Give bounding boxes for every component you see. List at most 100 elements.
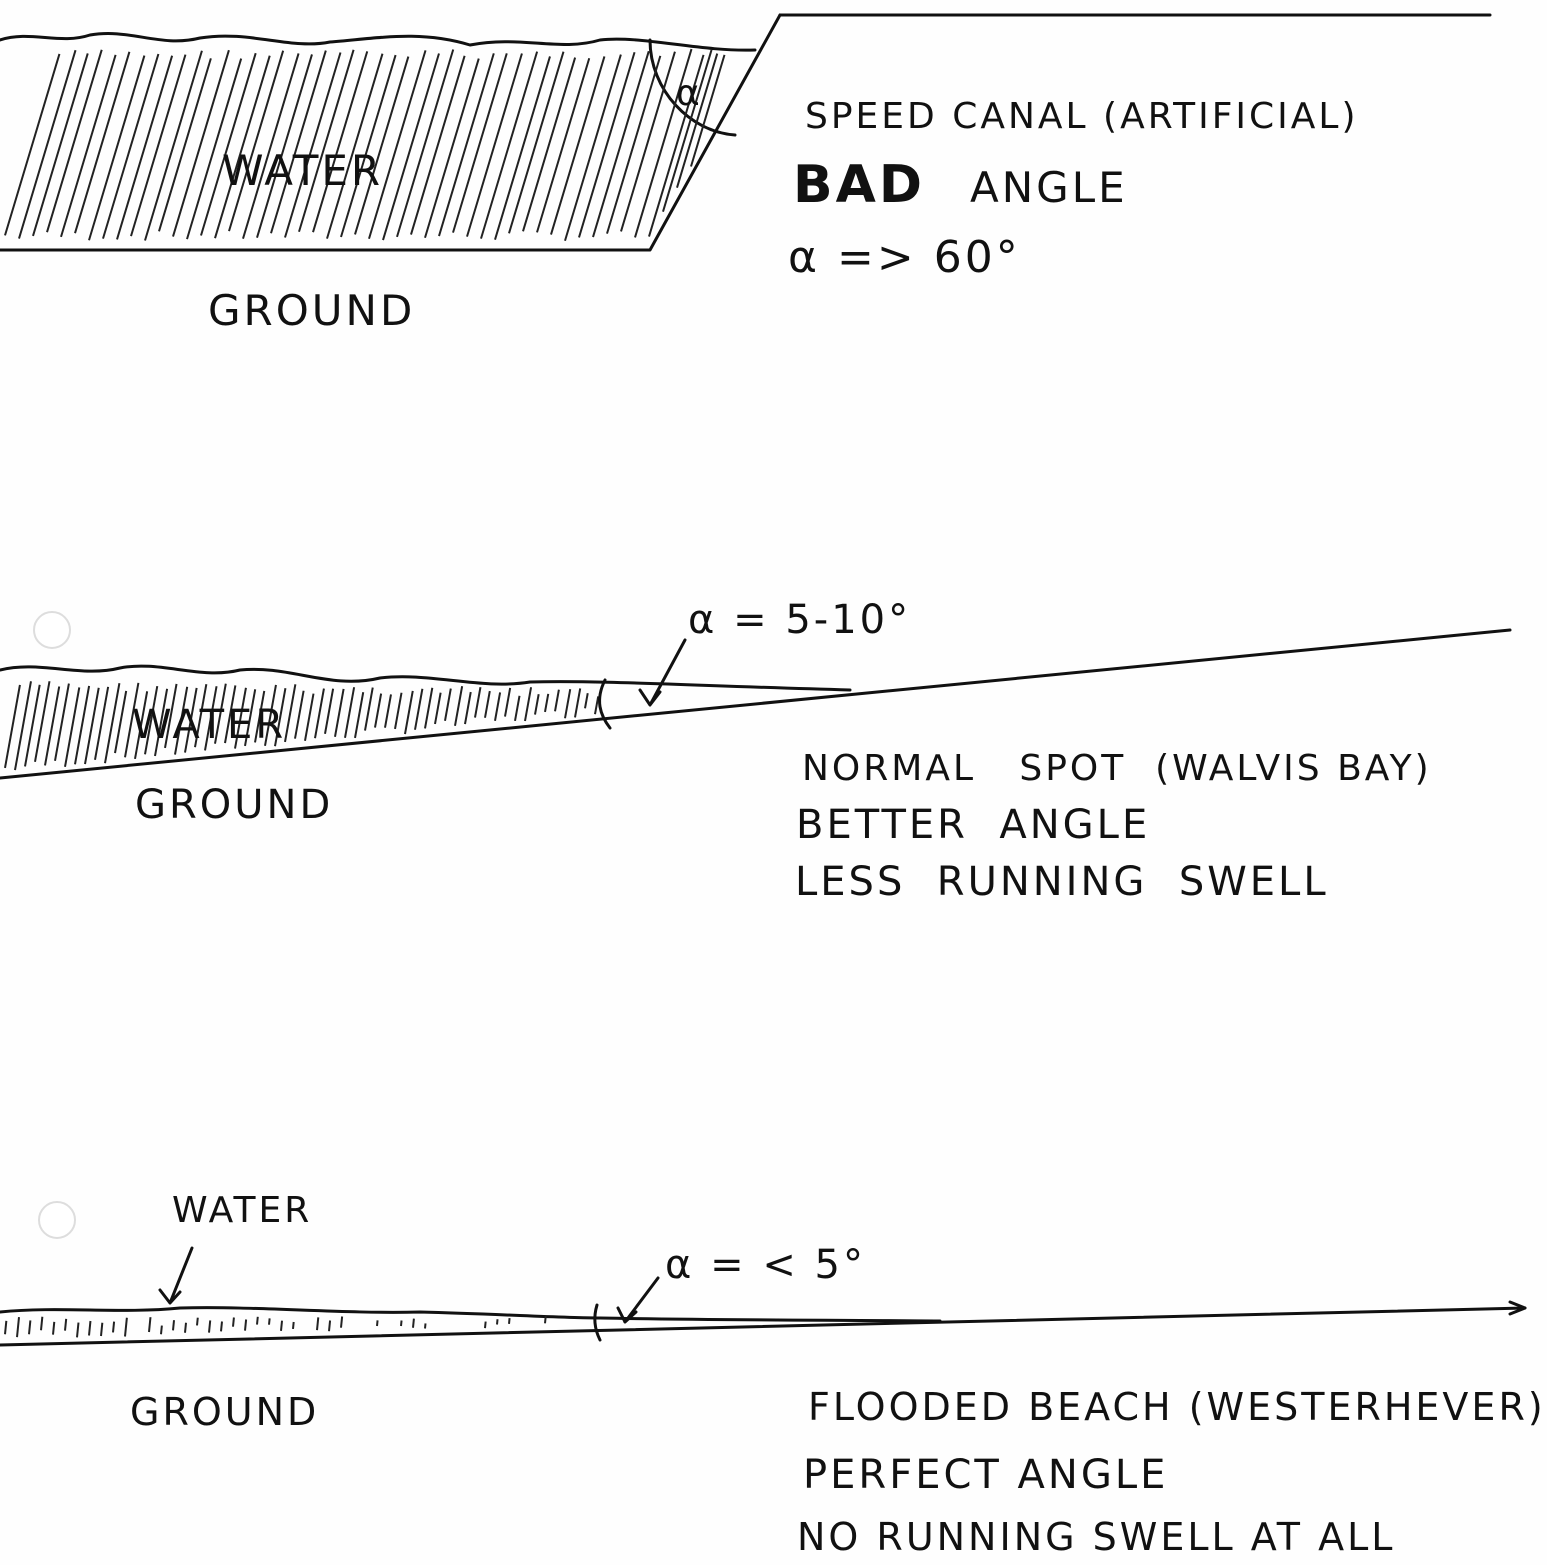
hatch-stroke [606,55,662,234]
hatch-stroke [274,687,287,747]
hatch-stroke [374,693,383,728]
hatch-stroke [594,696,600,715]
hatch-stroke [200,52,257,236]
hatch-stroke [228,50,285,232]
hatch-stroke [662,49,713,212]
hatch-stroke [326,53,384,239]
panel-normal-spot: α = 5-10° WATER GROUND NORMAL SPOT (WALV… [0,597,1512,905]
hatch-stroke [496,1319,499,1325]
hatch-stroke [214,55,271,239]
hatch-stroke [64,687,81,768]
normal-ground-line [0,628,1512,780]
hatch-stroke [344,687,356,739]
hatch-stroke [340,54,397,238]
hatch-stroke [124,1317,128,1337]
hatch-stroke [88,1320,92,1336]
hatch-stroke [196,1317,199,1326]
normal-angle-arrow [638,638,687,707]
flooded-water-hatching [4,1315,547,1338]
hatch-stroke [40,1316,44,1331]
hatch-stroke [536,57,591,233]
canal-ground-label: GROUND [208,286,415,335]
canal-note-title: SPEED CANAL (ARTIFICIAL) [805,96,1359,137]
hatch-stroke [454,685,464,726]
hatch-stroke [172,1320,176,1331]
hatch-stroke [634,48,693,238]
hatch-stroke [114,690,128,754]
hatch-stroke [578,51,636,238]
hatch-stroke [384,694,392,728]
normal-water-surface [0,664,852,692]
hatch-stroke [28,1320,32,1335]
hatch-stroke [592,50,650,238]
hatch-stroke [74,51,131,234]
hatch-stroke [304,693,315,742]
hatch-stroke [234,687,247,749]
hatch-stroke [364,687,374,731]
hatch-stroke [214,683,227,744]
hatch-stroke [294,690,305,739]
canal-water-label: WATER [222,146,383,195]
panel-speed-canal: α WATER GROUND SPEED CANAL (ARTIFICIAL) … [0,13,1492,335]
hatch-stroke [424,687,434,729]
hatch-stroke [268,1318,271,1325]
hatch-stroke [164,683,178,749]
hatch-stroke [264,684,277,746]
hatch-stroke [544,693,550,713]
hatch-stroke [284,684,297,743]
normal-note-1: NORMAL SPOT (WALVIS BAY) [802,748,1432,789]
hatch-stroke [324,688,335,734]
hatch-stroke [584,692,589,709]
hatch-stroke [254,690,266,743]
flooded-angle-arc [593,1303,602,1342]
canal-note-angle: ANGLE [970,163,1128,212]
hatch-stroke [32,53,89,237]
hatch-stroke [484,690,491,718]
hatch-stroke [424,1323,427,1329]
hatch-stroke [484,1321,487,1329]
binder-hole-bottom [38,1201,76,1239]
flooded-note-1: FLOODED BEACH (WESTERHEVER) [808,1385,1546,1429]
hatch-stroke [88,55,146,241]
hatch-stroke [94,686,110,760]
hatch-stroke [340,1316,344,1328]
hatch-stroke [144,50,203,241]
hatch-stroke [464,691,472,725]
hatch-stroke [404,690,414,735]
canal-alpha-symbol: α [676,73,703,114]
flooded-water-surface [0,1306,942,1323]
hatch-stroke [480,51,539,239]
hatch-stroke [52,1321,56,1335]
hatch-stroke [648,54,705,237]
hatch-stroke [574,688,582,718]
hatch-stroke [172,49,230,237]
flooded-water-arrow [158,1246,194,1305]
flooded-ground-line [0,1306,1527,1347]
normal-water-label: WATER [132,702,286,748]
hatch-stroke [224,685,237,744]
hatch-stroke [452,53,508,233]
hatch-stroke [60,54,117,238]
hatch-stroke [544,1315,547,1324]
hatch-stroke [18,49,77,239]
hatch-stroke [112,1321,116,1333]
hatch-stroke [244,689,257,747]
hatch-stroke [410,55,466,235]
hatch-stroke [24,684,41,767]
hatch-stroke [124,682,140,758]
hatch-stroke [522,57,577,232]
hatch-stroke [220,1321,223,1332]
canal-note-bad: BAD [793,155,925,215]
hatch-stroke [4,684,21,769]
hatch-stroke [280,1320,284,1331]
hatch-stroke [564,54,622,242]
flooded-water-label: WATER [172,1190,312,1231]
hatch-stroke [116,55,174,240]
normal-alpha-label: α = 5-10° [688,597,911,643]
canal-note-alpha: α => 60° [788,232,1021,283]
hatch-stroke [508,51,565,234]
hatch-stroke [494,692,502,721]
hatch-stroke [444,688,452,722]
hatch-stroke [438,53,495,237]
